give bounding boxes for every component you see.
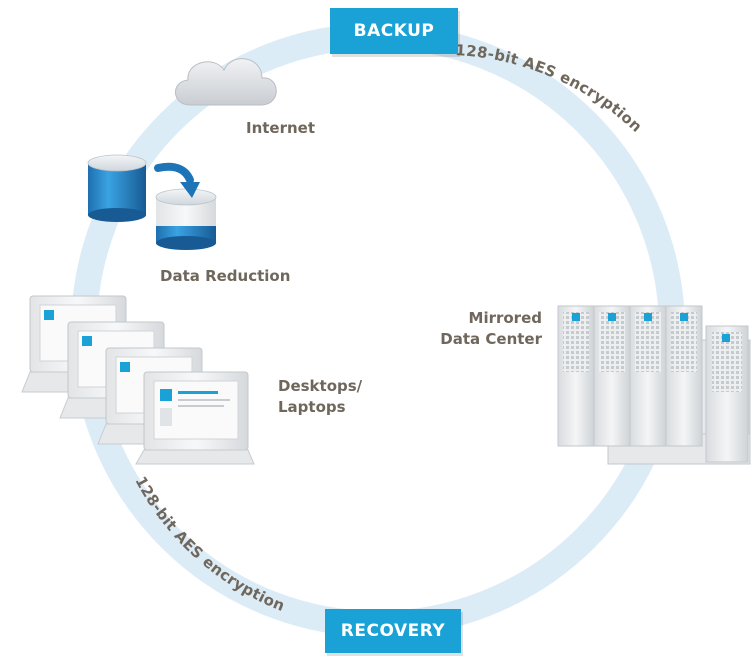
data-center-label-line1: Mirrored [468,309,542,327]
database-icon [87,154,147,222]
cloud-icon [175,58,277,106]
desktops-label-line2: Laptops [278,398,346,416]
laptop-stack [21,295,255,465]
laptop-icon [135,371,255,465]
data-center-label-line2: Data Center [440,330,542,348]
backup-stage-tag: BACKUP [330,8,458,54]
desktops-laptops-label: Desktops/ Laptops [278,376,362,418]
encryption-label-bottom: 128-bit AES encryption [131,473,287,615]
recovery-stage-tag: RECOVERY [325,609,461,653]
database-small-icon [155,188,217,250]
data-reduction-label: Data Reduction [160,267,291,285]
reduce-arrow-icon [154,162,200,198]
server-rack-icon [557,305,751,465]
internet-label: Internet [246,119,316,137]
desktops-label-line1: Desktops/ [278,377,363,395]
data-center-label: Mirrored Data Center [400,308,542,350]
